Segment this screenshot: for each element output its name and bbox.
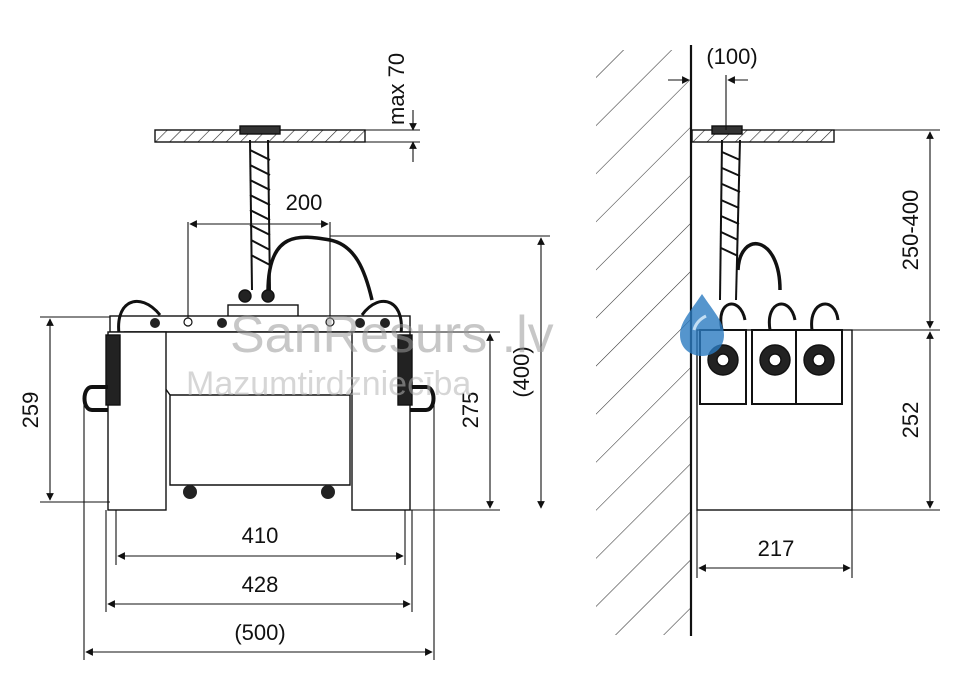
side-pumps (699, 302, 843, 405)
threaded-rod (249, 139, 271, 291)
dim-400: (400) (509, 346, 534, 397)
dim-max70: max 70 (384, 53, 409, 125)
left-hose (117, 299, 162, 341)
left-handle (82, 385, 108, 412)
right-hose (360, 299, 403, 341)
cable (266, 235, 374, 301)
dim-500: (500) (234, 620, 285, 645)
dim-252: 252 (898, 402, 923, 439)
wall-hatch (596, 50, 690, 635)
dim-410: 410 (242, 523, 279, 548)
ceiling-mount (239, 125, 281, 135)
dim-428: 428 (242, 572, 279, 597)
watermark-subtitle: Mazumtirdzniecība (186, 365, 471, 403)
watermark: SanResurs .lv Mazumtirdzniecība (186, 294, 724, 403)
dim-275: 275 (458, 392, 483, 429)
dim-200: 200 (286, 190, 323, 215)
dim-217: 217 (758, 536, 795, 561)
dim-259: 259 (18, 392, 43, 429)
water-drop-icon (680, 294, 724, 356)
side-view (596, 45, 940, 636)
front-view (40, 110, 550, 660)
dim-250-400: 250-400 (898, 190, 923, 271)
watermark-title: SanResurs .lv (230, 306, 554, 364)
dim-100: (100) (706, 44, 757, 69)
